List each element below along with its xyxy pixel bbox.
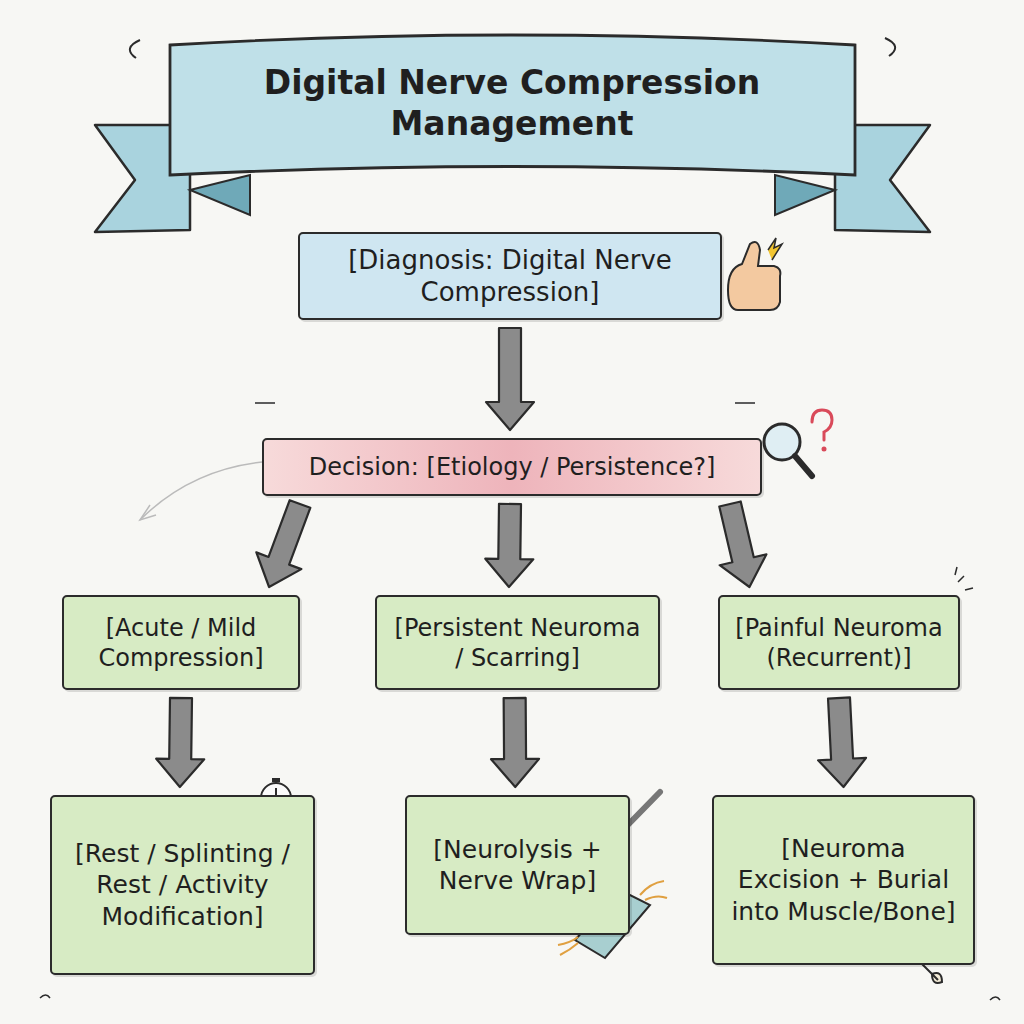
process-box: [Acute / Mild Compression] bbox=[62, 595, 300, 690]
node-text: [Rest / Splinting / Rest / Activity Modi… bbox=[66, 838, 299, 932]
thumb-icon bbox=[728, 238, 782, 310]
faint-curve-arrow bbox=[140, 462, 262, 520]
process-box: [Rest / Splinting / Rest / Activity Modi… bbox=[50, 795, 315, 975]
diagnosis-box: [Diagnosis: Digital Nerve Compression] bbox=[298, 232, 722, 320]
process-box: [Neuroma Excision + Burial into Muscle/B… bbox=[712, 795, 975, 965]
block-arrow bbox=[486, 328, 534, 430]
title-text: Digital Nerve Compression Management bbox=[200, 62, 824, 145]
node-text: [Acute / Mild Compression] bbox=[78, 613, 284, 673]
block-arrow bbox=[485, 504, 533, 587]
process-box: [Painful Neuroma (Recurrent)] bbox=[718, 595, 960, 690]
block-arrow bbox=[818, 697, 866, 787]
process-box: [Neurolysis + Nerve Wrap] bbox=[405, 795, 630, 935]
sketch-marks bbox=[40, 403, 1000, 1000]
node-text: [Neurolysis + Nerve Wrap] bbox=[421, 834, 614, 897]
magnifier-icon bbox=[764, 410, 832, 476]
node-text: Decision: [Etiology / Persistence?] bbox=[309, 452, 716, 482]
block-arrow bbox=[256, 500, 310, 587]
node-text: [Painful Neuroma (Recurrent)] bbox=[734, 613, 944, 673]
block-arrow bbox=[491, 698, 539, 787]
node-text: [Persistent Neuroma / Scarring] bbox=[391, 613, 644, 673]
faint-arrowhead bbox=[140, 505, 156, 520]
block-arrow bbox=[719, 501, 766, 587]
process-box: [Persistent Neuroma / Scarring] bbox=[375, 595, 660, 690]
decision-box: Decision: [Etiology / Persistence?] bbox=[262, 438, 762, 496]
node-text: [Neuroma Excision + Burial into Muscle/B… bbox=[728, 833, 959, 927]
title-ribbon bbox=[95, 35, 930, 232]
block-arrow bbox=[156, 698, 204, 787]
node-text: [Diagnosis: Digital Nerve Compression] bbox=[314, 244, 706, 309]
